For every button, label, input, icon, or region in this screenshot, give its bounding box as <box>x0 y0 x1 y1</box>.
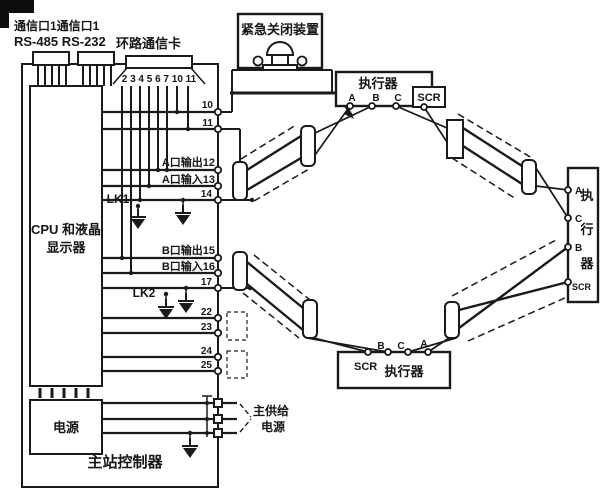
cpu-power-connector-hatch <box>38 388 90 398</box>
actuator-right-term-b: B <box>575 243 582 254</box>
supply-label-line1: 主供给 <box>253 403 289 418</box>
actuator-right-box <box>566 166 600 304</box>
lk2-label: LK2 <box>133 286 156 300</box>
actuator-top-term-a: A <box>348 93 355 104</box>
splice-box <box>446 119 464 159</box>
actuator-right-term-a: A <box>575 186 582 197</box>
actuator-top-term-c: C <box>394 93 401 104</box>
rs232-connector <box>77 51 115 66</box>
pin14-label: 14 <box>201 189 213 200</box>
bus-terminal-pins <box>213 107 223 376</box>
supply-terminal <box>213 398 223 408</box>
cpu-lcd-block <box>29 85 103 387</box>
card-edge-connector <box>125 55 193 69</box>
relay-contact-box <box>226 350 248 379</box>
supply-label-line2: 电源 <box>261 419 285 434</box>
controller-title: 主站控制器 <box>87 453 163 471</box>
cable-junction <box>232 161 248 201</box>
a-out-label: A口输出12 <box>162 155 215 169</box>
cable-junction <box>521 159 537 195</box>
power-label: 电源 <box>53 420 79 435</box>
mushroom-button-icon <box>252 41 308 71</box>
supply-terminal <box>213 428 223 438</box>
cable-b-port <box>232 251 389 353</box>
cable-junction <box>300 125 316 167</box>
cable-junction <box>444 301 460 339</box>
actuator-top-title: 执行器 <box>358 76 398 91</box>
a-in-label: A口输入13 <box>162 172 215 186</box>
actuator-right-char2: 行 <box>579 222 593 237</box>
actuator-bottom-term-c: C <box>397 341 404 352</box>
actuator-right-term-c: C <box>575 214 582 225</box>
scr-label-box <box>412 86 446 108</box>
emergency-label: 紧急关闭装置 <box>241 22 319 37</box>
lk1-label: LK1 <box>107 192 130 206</box>
comm-standards-label: RS-485 RS-232 <box>14 34 106 49</box>
loop-card-label: 环路通信卡 <box>116 36 181 51</box>
power-block <box>29 399 103 455</box>
cable-top-right <box>395 105 569 219</box>
emergency-device <box>236 12 324 71</box>
actuator-bottom-term-a: A <box>420 339 427 350</box>
cable-a-port <box>232 105 373 203</box>
comm-port-connectors <box>32 51 115 86</box>
pin24-label: 24 <box>201 346 213 357</box>
b-out-label: B口输出15 <box>162 243 215 257</box>
main-supply-terminals <box>181 395 252 459</box>
pin17-label: 17 <box>201 277 213 288</box>
loop-comm-card <box>112 55 206 276</box>
supply-terminal <box>213 414 223 424</box>
actuator-right-char1: 执 <box>580 188 593 203</box>
rs485-connector <box>32 51 70 66</box>
actuator-top-block <box>334 70 446 108</box>
cable-junction <box>302 299 318 339</box>
actuator-right-char3: 器 <box>579 256 594 271</box>
scan-artifact <box>0 0 9 28</box>
actuator-bottom-term-scr: SCR <box>354 361 377 373</box>
relay-contact-box <box>226 311 248 341</box>
b-in-label: B口输入16 <box>162 259 215 273</box>
pin22-label: 22 <box>201 307 213 318</box>
actuator-top-term-scr: SCR <box>417 92 440 104</box>
pin25-label: 25 <box>201 360 213 371</box>
actuator-bottom-box <box>336 350 452 390</box>
lk-jumpers-grounds <box>129 197 195 320</box>
cpu-label-line2: 显示器 <box>46 240 86 255</box>
pin11-label: 11 <box>202 118 213 129</box>
cable-junction <box>232 251 248 291</box>
pin23-label: 23 <box>201 322 213 333</box>
cable-bottom-right <box>407 239 577 353</box>
card-pin-numbers: 2 3 4 5 6 7 10 11 <box>122 74 197 85</box>
pin10-label: 10 <box>202 100 214 111</box>
actuator-terminal-pins <box>346 102 572 356</box>
comm-ports-label: 通信口1通信口1 <box>14 18 100 33</box>
actuator-bottom-title: 执行器 <box>384 364 424 379</box>
actuator-right-term-scr: SCR <box>572 282 592 292</box>
actuator-bottom-term-b: B <box>377 341 384 352</box>
actuator-top-term-b: B <box>372 93 379 104</box>
cpu-label-line1: CPU 和液晶 <box>31 222 101 237</box>
